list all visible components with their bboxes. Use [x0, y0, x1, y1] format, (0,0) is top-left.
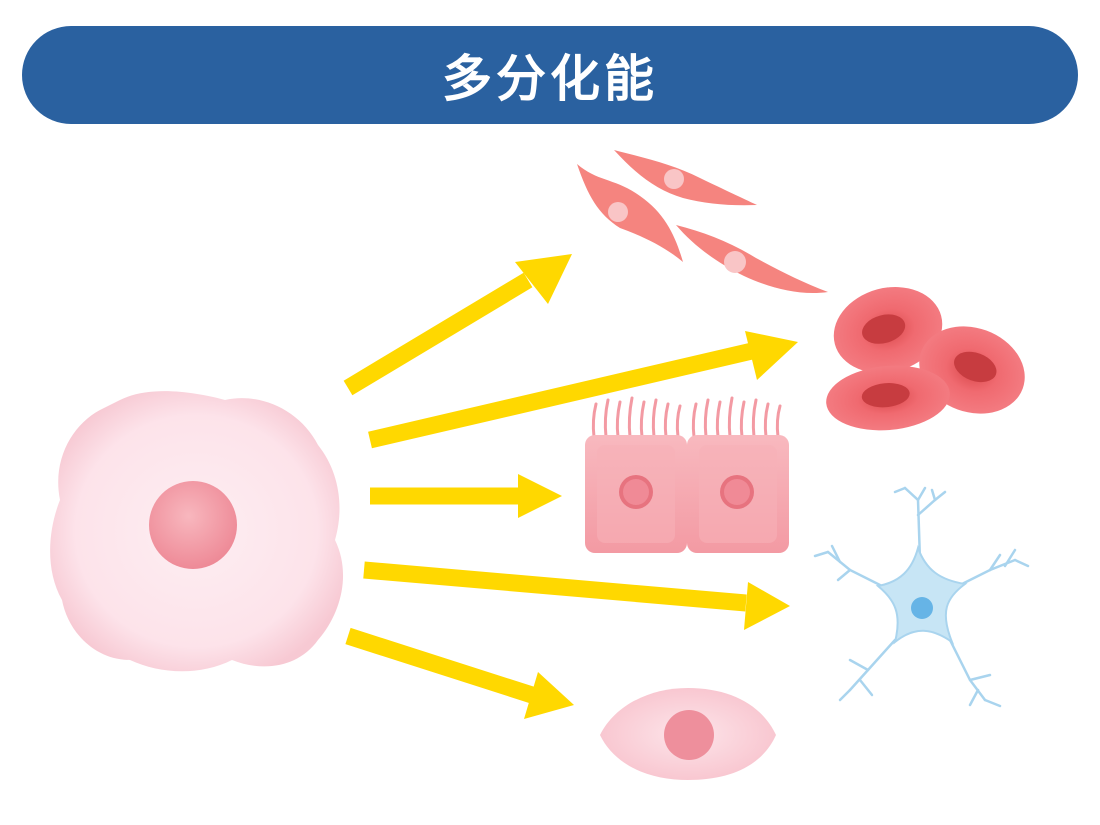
- red-blood-cell: [826, 365, 950, 431]
- arrow-to-blood: [368, 331, 798, 449]
- red-blood-cell: [833, 287, 943, 373]
- muscle-cell: [676, 225, 828, 294]
- epithelial-cells-icon: [585, 396, 789, 553]
- stem-cell-nucleus: [149, 481, 237, 569]
- arrow-to-neuron: [363, 561, 790, 630]
- cilia: [591, 396, 782, 439]
- page-title: 多分化能: [442, 50, 658, 108]
- arrow-to-muscle: [343, 254, 572, 396]
- red-blood-cells-icon: [826, 287, 1025, 431]
- title-banner: 多分化能: [22, 26, 1078, 124]
- oval-cell-icon: [600, 688, 776, 780]
- stem-cell-icon: [50, 391, 344, 672]
- neuron-cell-icon: [813, 486, 1030, 708]
- muscle-cell: [577, 164, 683, 262]
- muscle-cell: [614, 150, 757, 206]
- arrow-to-oval-cell: [345, 627, 574, 719]
- neuron-nucleus: [911, 597, 933, 619]
- dendrites: [813, 486, 1030, 708]
- smooth-muscle-cells-icon: [577, 150, 828, 294]
- oval-cell-nucleus: [664, 710, 714, 760]
- arrow-to-epithelial: [370, 474, 562, 518]
- neuron-body: [875, 544, 968, 645]
